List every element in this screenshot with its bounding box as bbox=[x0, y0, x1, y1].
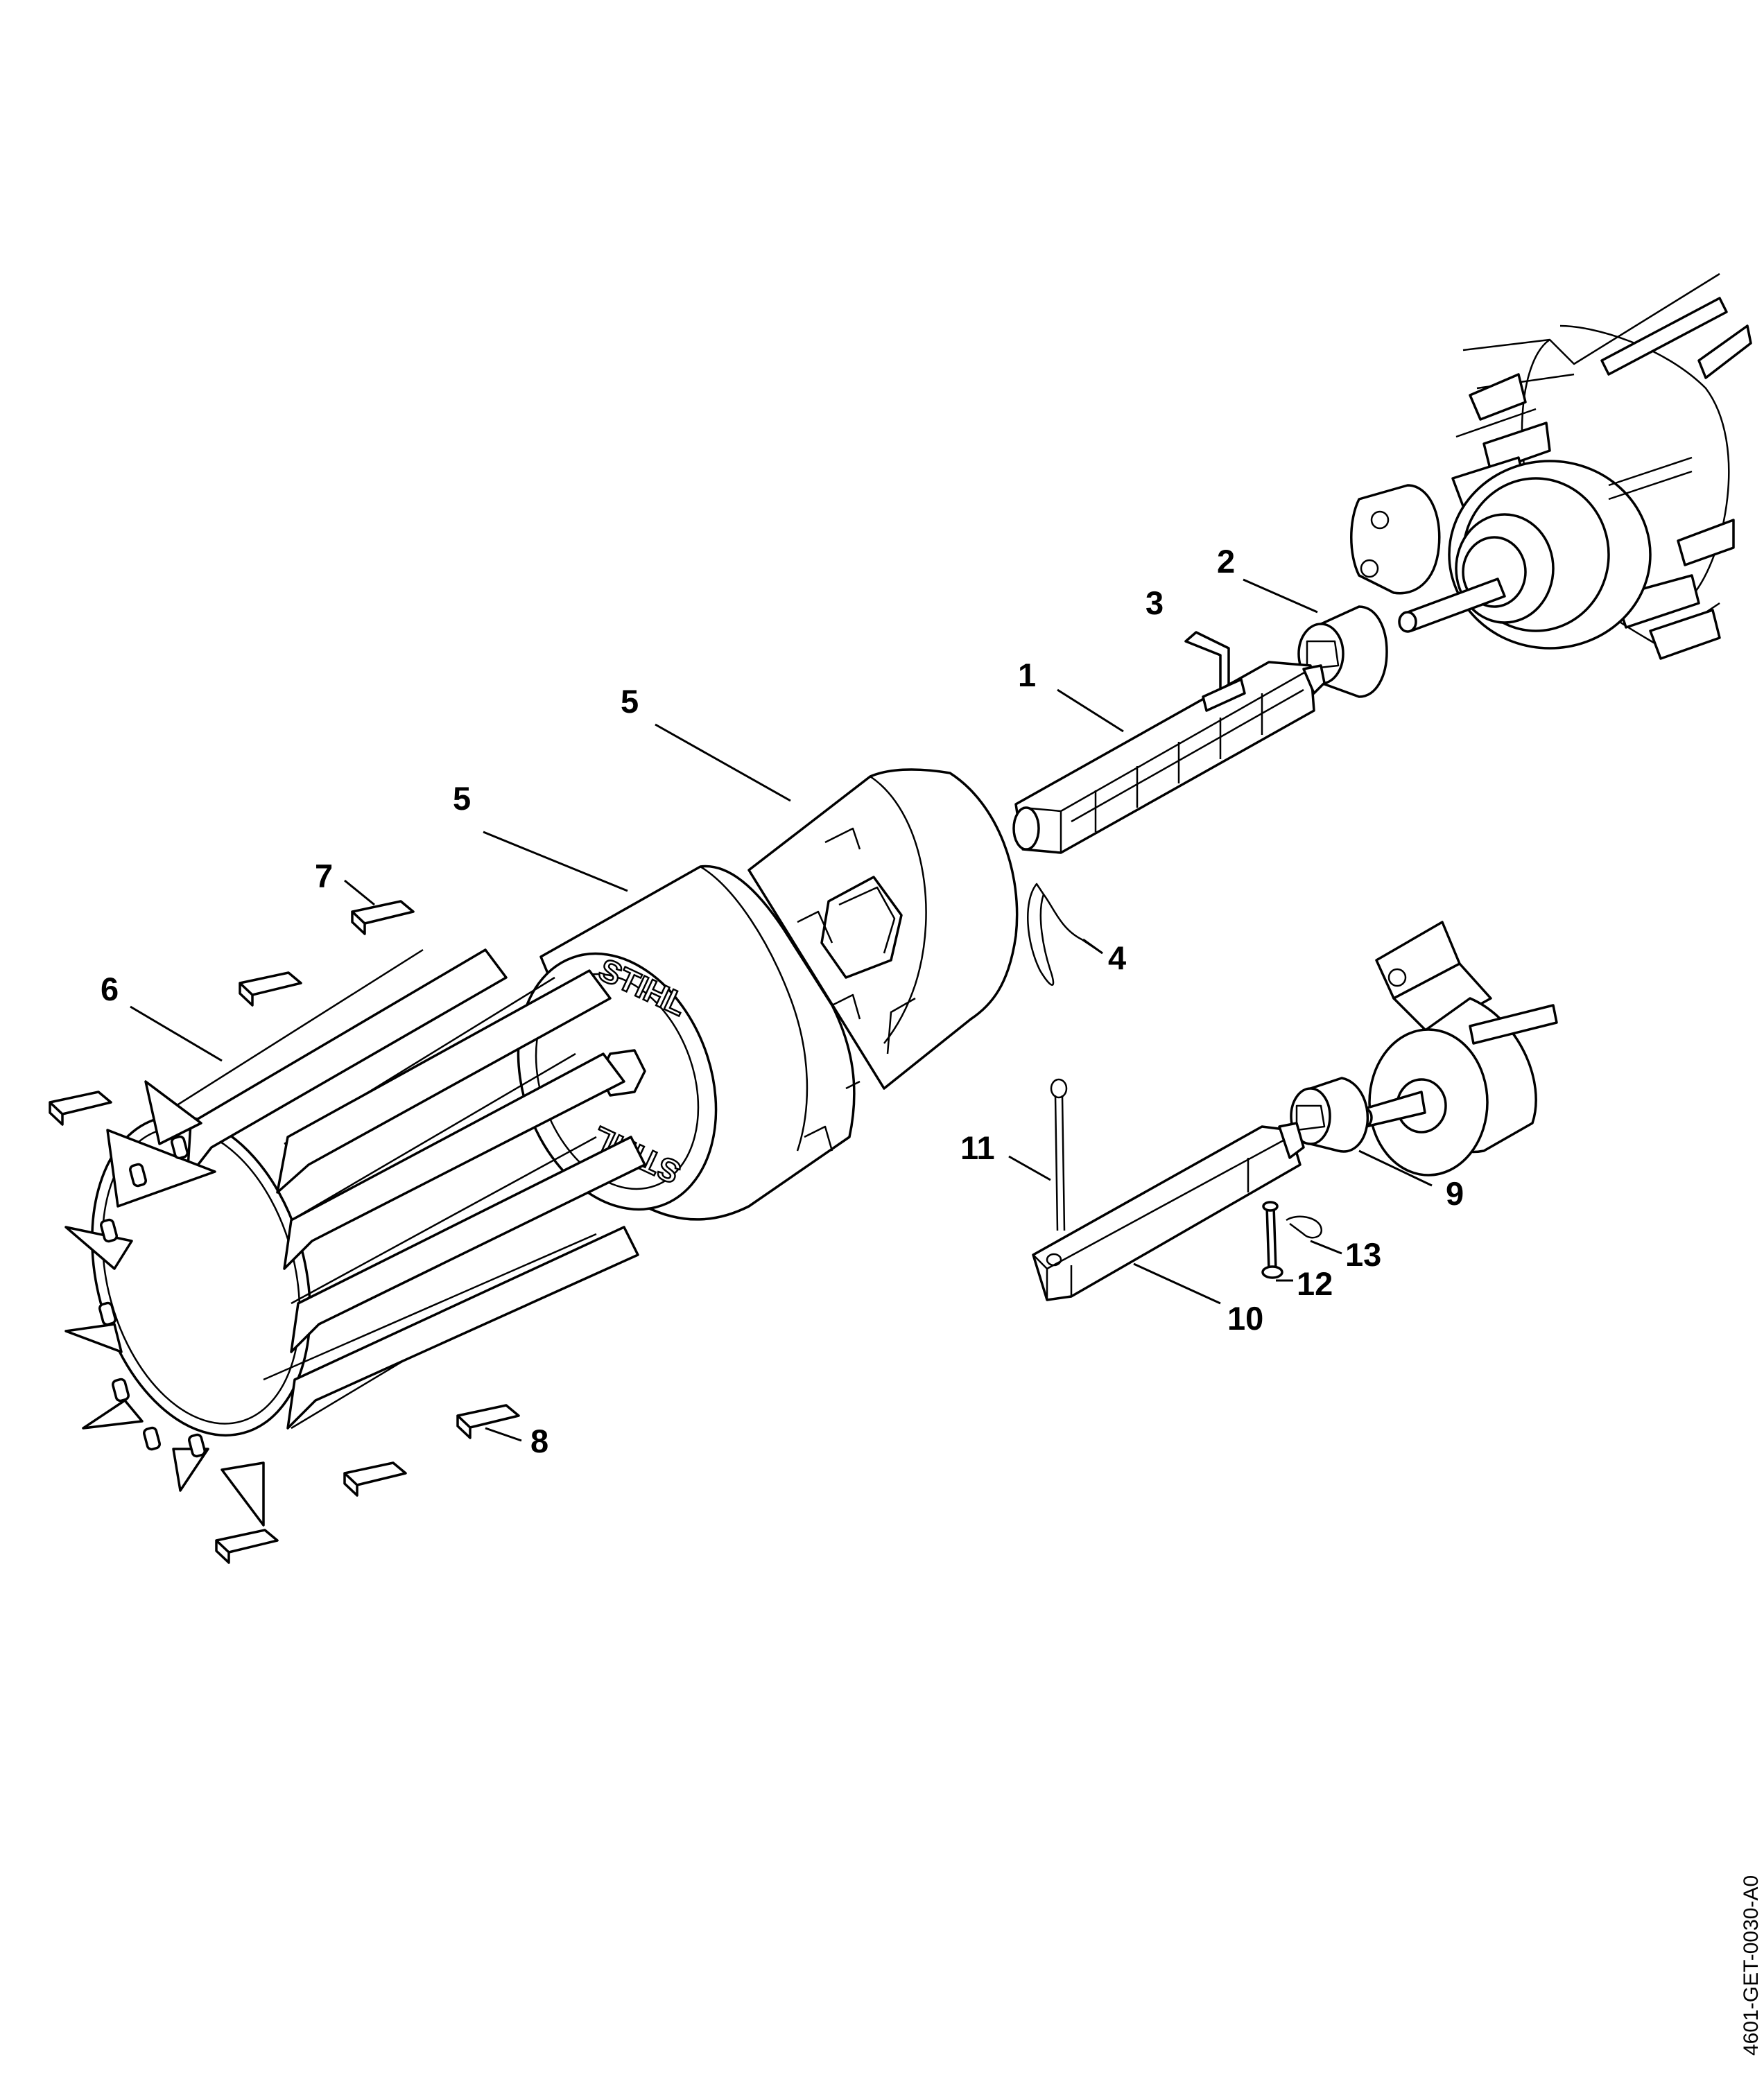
callout-2: 2 bbox=[1217, 543, 1235, 580]
leader-line-5a bbox=[655, 723, 791, 802]
callout-7: 7 bbox=[315, 858, 333, 894]
callout-10: 10 bbox=[1227, 1300, 1263, 1337]
leader-line-9 bbox=[1358, 1149, 1433, 1187]
callout-12: 12 bbox=[1297, 1265, 1333, 1302]
clip-7-c bbox=[49, 1091, 112, 1126]
cotter-pin-long-part bbox=[1050, 1078, 1068, 1231]
clip-7-b bbox=[239, 971, 302, 1007]
callout-labels: 1 2 3 4 5 5 6 7 8 9 10 11 12 13 bbox=[101, 543, 1464, 1459]
shaft-bracket-part bbox=[1032, 1122, 1305, 1301]
leader-lines bbox=[130, 578, 1433, 1442]
callout-11: 11 bbox=[960, 1129, 995, 1166]
clip-parts bbox=[49, 900, 520, 1564]
leader-line-1 bbox=[1057, 688, 1124, 733]
leader-line-5b bbox=[483, 831, 628, 892]
leader-line-6 bbox=[130, 1005, 223, 1062]
hub-shaft-part bbox=[1012, 661, 1326, 854]
callout-4: 4 bbox=[1108, 939, 1126, 976]
tine-cage-part bbox=[64, 948, 646, 1527]
callout-5-rear: 5 bbox=[621, 683, 639, 720]
coupling-adapter-part bbox=[1297, 605, 1388, 698]
small-clip-part bbox=[1286, 1215, 1323, 1239]
clip-7-a bbox=[351, 900, 415, 935]
spring-clip-part bbox=[1027, 883, 1103, 986]
drum-part-rear bbox=[747, 768, 1019, 1090]
pin-part bbox=[1261, 1201, 1283, 1279]
callout-5-front: 5 bbox=[453, 780, 471, 817]
callout-6: 6 bbox=[101, 971, 119, 1007]
callout-8: 8 bbox=[530, 1423, 548, 1459]
clip-8-b bbox=[343, 1461, 407, 1497]
clip-8-c bbox=[215, 1529, 279, 1564]
leader-line-13 bbox=[1310, 1240, 1342, 1255]
document-id: 4601-GET-0030-A0 bbox=[1740, 1875, 1763, 2056]
gearbox-end-background bbox=[1356, 921, 1558, 1177]
leader-line-11 bbox=[1008, 1155, 1051, 1181]
callout-3: 3 bbox=[1145, 584, 1164, 621]
clip-8-a bbox=[456, 1404, 520, 1439]
leader-line-7 bbox=[344, 879, 375, 906]
callout-9: 9 bbox=[1446, 1175, 1464, 1212]
callout-13: 13 bbox=[1345, 1236, 1381, 1273]
rotor-assembly-background bbox=[1350, 272, 1752, 660]
leader-line-10 bbox=[1133, 1262, 1221, 1305]
leader-line-2 bbox=[1243, 578, 1318, 614]
callout-1: 1 bbox=[1018, 657, 1036, 693]
leader-line-4 bbox=[1082, 938, 1103, 955]
leader-line-8 bbox=[485, 1427, 522, 1442]
adapter-part-9 bbox=[1290, 1077, 1369, 1153]
